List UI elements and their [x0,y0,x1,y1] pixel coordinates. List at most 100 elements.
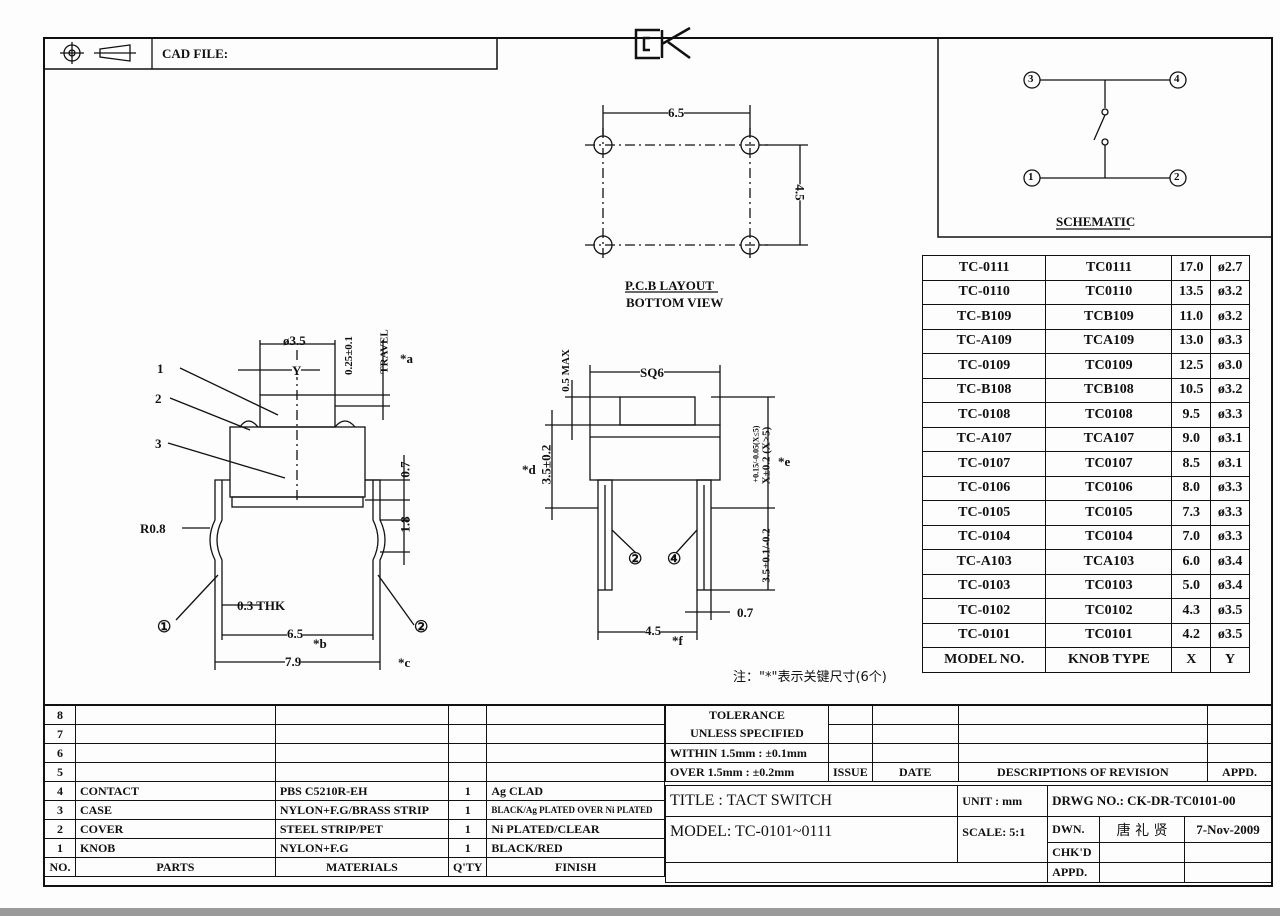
x-value-cell: 13.5 [1171,279,1212,305]
knob-type-cell: TCB109 [1045,304,1173,330]
unit: UNIT : mm [957,785,1049,817]
x-tolerance-large: X±0.2 (X>5) [760,426,773,485]
bom-row: 6 [44,743,665,763]
part-cell [74,762,276,782]
part-cell [74,724,276,744]
qty-cell: 1 [448,800,488,820]
pcb-layout [585,105,808,293]
star-b: *b [313,636,327,651]
qty-cell [448,743,488,763]
material-cell: PBS C5210R-EH [274,781,450,801]
material-cell: NYLON+F.G/BRASS STRIP [274,800,450,820]
part-cell: KNOB [74,838,276,858]
drawing-title: TITLE : TACT SWITCH [664,785,959,817]
model-no-cell: TC-0102 [921,598,1047,624]
thickness-dim: 0.3 THK [237,598,286,613]
star-e: *e [778,454,791,469]
x-value-cell: 4.2 [1171,622,1212,648]
travel-label: TRAVEL [378,329,391,374]
dim-0-7: 0.7 [397,461,413,478]
knob-type-cell: TC0108 [1045,402,1173,428]
height-dim: 3.5±0.2 [538,444,554,485]
qty-cell: 1 [448,781,488,801]
no-cell: 4 [44,781,76,801]
tolerance-over: OVER 1.5mm : ±0.2mm [665,762,829,782]
callout-3: 3 [155,436,162,451]
y-value-cell: ø3.3 [1210,500,1250,526]
material-cell: STEEL STRIP/PET [274,819,450,839]
y-value-cell: ø3.2 [1210,279,1250,305]
pin-2-front: ② [628,551,643,568]
finish-cell [486,724,665,744]
y-value-cell: ø3.2 [1210,304,1250,330]
material-cell [274,743,450,763]
pin-4-label: 4 [1174,73,1180,85]
callout-1: 1 [157,361,164,376]
finish-cell: Ag CLAD [486,781,665,801]
star-f: *f [672,633,683,648]
qty-cell [448,762,488,782]
x-value-cell: 9.0 [1171,426,1212,452]
star-c: *c [398,655,411,670]
model-no-cell: TC-0101 [921,622,1047,648]
knob-type-cell: TCA109 [1045,328,1173,354]
y-value-cell: ø3.3 [1210,475,1250,501]
model-no-cell: TC-0103 [921,573,1047,599]
y-value-cell: ø3.4 [1210,573,1250,599]
qty-cell: 1 [448,838,488,858]
ck-logo [634,26,691,60]
model-no-cell: TC-A109 [921,328,1047,354]
approved-label: APPD. [1047,862,1101,883]
pcb-subtitle: BOTTOM VIEW [626,295,724,310]
scale: SCALE: 5:1 [957,816,1049,863]
tolerance-unless: UNLESS SPECIFIED [665,724,829,744]
pin-spacing-dim: 4.5 [645,623,662,638]
model-no-cell: TC-0108 [921,402,1047,428]
max-dim: 0.5 MAX [559,349,572,392]
x-value-cell: 12.5 [1171,353,1212,379]
no-cell: 6 [44,743,76,763]
y-value-cell: ø3.5 [1210,622,1250,648]
model-no-cell: TC-0111 [921,255,1047,281]
part-cell: COVER [74,819,276,839]
drawing-number: DRWG NO.: CK-DR-TC0101-00 [1047,785,1272,817]
pcb-width-dim: 6.5 [668,105,685,120]
finish-cell [486,705,665,725]
pcb-title: P.C.B LAYOUT [625,278,714,293]
callout-2: 2 [155,391,162,406]
travel-dim: 0.25±0.1 [343,335,356,376]
qty-header: Q'TY [448,857,488,877]
model-no-cell: TC-0107 [921,451,1047,477]
finish-header: FINISH [486,857,665,877]
schematic-title: SCHEMATIC [1056,214,1136,229]
tolerance-label: TOLERANCE [665,705,829,725]
y-value-cell: ø3.5 [1210,598,1250,624]
bom-row: 5 [44,762,665,782]
x-tolerance-small: +0.15/-0.05(X≤5) [751,425,761,483]
x-value-cell: 6.0 [1171,549,1212,575]
no-cell: 8 [44,705,76,725]
x-value-cell: 17.0 [1171,255,1212,281]
drawn-date: 7-Nov-2009 [1184,816,1272,843]
model-no-cell: TC-B108 [921,377,1047,403]
knob-type-cell: TC0105 [1045,500,1173,526]
y-value-cell: ø3.0 [1210,353,1250,379]
knob-type-cell: TC0103 [1045,573,1173,599]
revision-table: TOLERANCE UNLESS SPECIFIED WITHIN 1.5mm … [665,705,1272,782]
model-no-header: MODEL NO. [921,647,1047,673]
model-no-cell: TC-0104 [921,524,1047,550]
x-value-header: X [1171,647,1212,673]
x-value-cell: 5.0 [1171,573,1212,599]
y-value-cell: ø3.1 [1210,426,1250,452]
y-value-cell: ø3.3 [1210,402,1250,428]
knob-type-cell: TC0101 [1045,622,1173,648]
